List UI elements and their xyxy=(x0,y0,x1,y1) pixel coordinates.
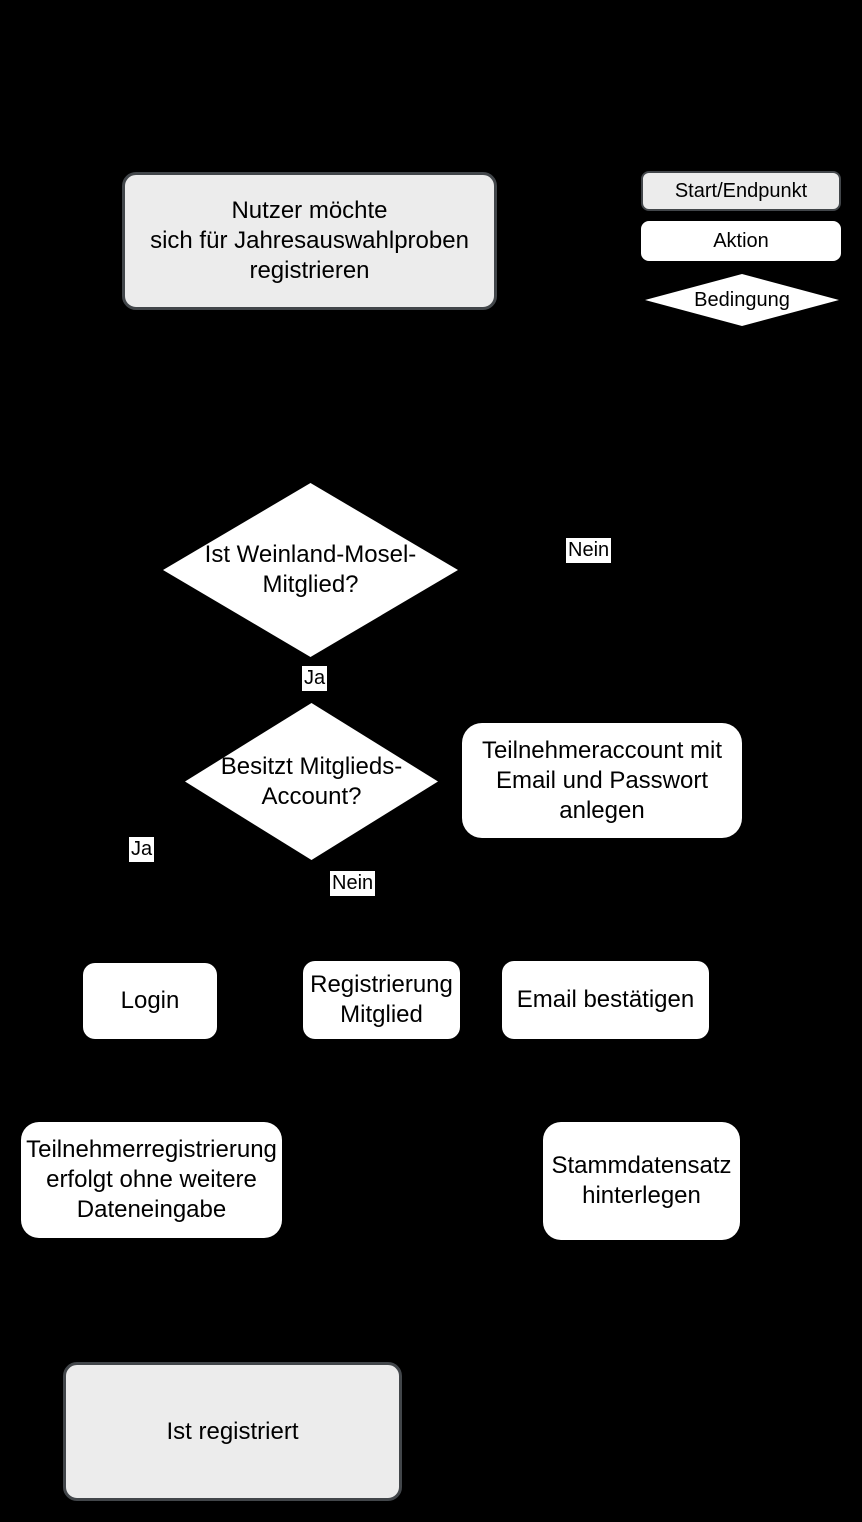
action-register-member: Registrierung Mitglied xyxy=(303,961,460,1039)
action-participant-registration-no-data: Teilnehmerregistrierung erfolgt ohne wei… xyxy=(21,1122,282,1238)
action-confirm-email: Email bestätigen xyxy=(502,961,709,1039)
start-node: Nutzer möchte sich für Jahresauswahlprob… xyxy=(122,172,497,310)
action-create-participant-account: Teilnehmeraccount mit Email und Passwort… xyxy=(462,723,742,838)
edge-label-member-ja: Ja xyxy=(302,666,328,691)
action-store-master-data: Stammdatensatz hinterlegen xyxy=(543,1122,740,1240)
edge-label-account-ja: Ja xyxy=(129,837,155,862)
edge-label-account-nein: Nein xyxy=(330,871,376,896)
action-login: Login xyxy=(83,963,217,1039)
legend-start-endpoint: Start/Endpunkt xyxy=(641,171,841,211)
end-node-registered: Ist registriert xyxy=(63,1362,402,1501)
legend-condition-diamond: Bedingung xyxy=(645,274,839,326)
decision-has-member-account: Besitzt Mitglieds- Account? xyxy=(185,703,438,860)
decision-weinland-mosel-member: Ist Weinland-Mosel- Mitglied? xyxy=(163,483,458,657)
edge-label-member-nein: Nein xyxy=(566,538,612,563)
legend-action: Aktion xyxy=(641,221,841,261)
